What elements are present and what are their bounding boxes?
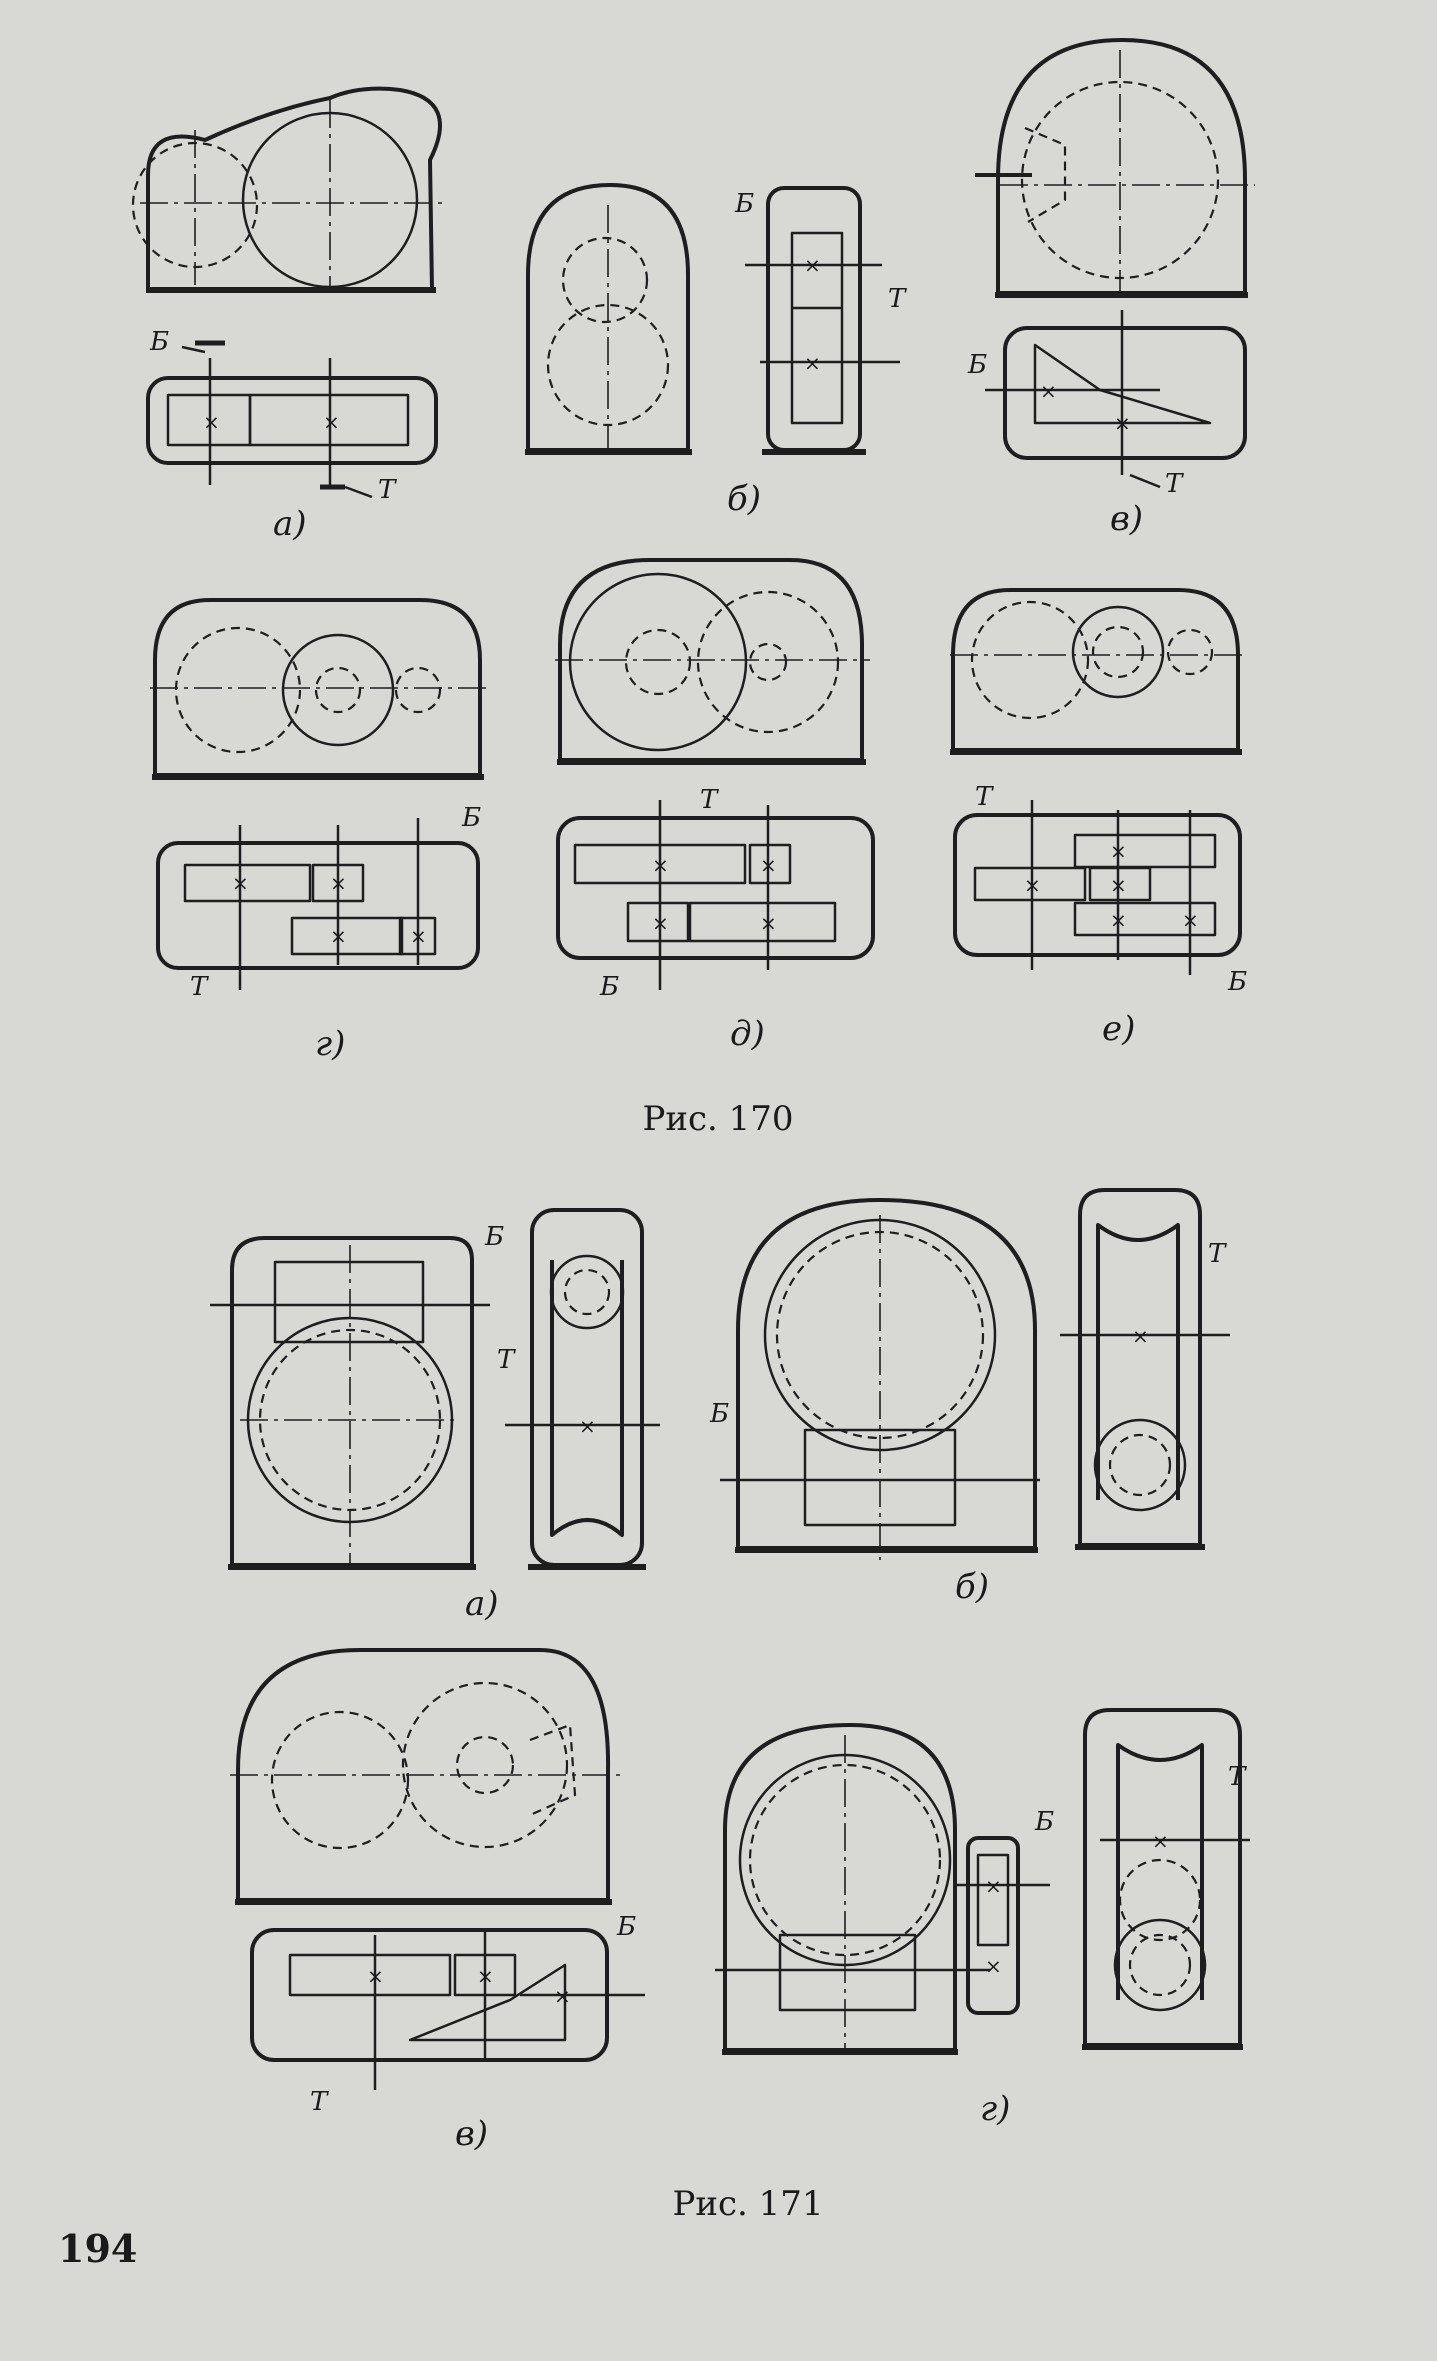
fig170-b-label: б) [727, 479, 761, 519]
fig170-d-drawing: × × × × [555, 558, 875, 990]
svg-text:×: × [804, 253, 821, 277]
fig171-g-drawing: × × × [715, 1708, 1250, 2055]
svg-text:×: × [203, 410, 220, 434]
svg-text:×: × [323, 410, 340, 434]
svg-text:×: × [554, 1984, 571, 2008]
fig170-g-label: г) [315, 1024, 345, 1064]
fig170-v-slow-shaft-label: Т [1165, 469, 1184, 499]
svg-text:×: × [760, 853, 777, 877]
fig170-g-fast-shaft-label: Б [461, 803, 481, 833]
svg-text:×: × [760, 911, 777, 935]
fig171-g-label: г) [980, 2089, 1010, 2129]
fig171-v-drawing: × × × [230, 1648, 645, 2090]
fig170-caption: Рис. 170 [642, 1099, 793, 1139]
page-number: 194 [58, 2226, 137, 2271]
fig171-b-slow-shaft-label: Т [1208, 1239, 1227, 1269]
fig171-v-label: в) [455, 2114, 488, 2154]
fig171-a-label: а) [465, 1584, 499, 1624]
fig170-d-fast-shaft-label: Т [700, 785, 719, 815]
fig170-e-fast-shaft-label: Т [975, 782, 994, 812]
svg-text:×: × [579, 1414, 596, 1438]
fig170-b-slow-shaft-label: Т [888, 284, 907, 314]
fig170-b-fast-shaft-label: Б [734, 189, 754, 219]
svg-text:×: × [1152, 1829, 1169, 1853]
fig170-a-label: а) [273, 504, 307, 544]
svg-text:×: × [1132, 1324, 1149, 1348]
fig171-g-fast-shaft-label: Б [1034, 1807, 1054, 1837]
svg-text:×: × [330, 924, 347, 948]
fig170-e-slow-shaft-label: Б [1227, 967, 1247, 997]
svg-text:×: × [1182, 908, 1199, 932]
svg-text:×: × [477, 1964, 494, 1988]
fig171-caption: Рис. 171 [672, 2184, 823, 2224]
svg-text:×: × [410, 924, 427, 948]
svg-text:×: × [985, 1954, 1002, 1978]
fig170-e-drawing: × × × × × [950, 588, 1245, 975]
fig170-a-drawing: × × [131, 86, 445, 499]
svg-text:×: × [1040, 379, 1057, 403]
fig170-a-slow-shaft-label: Т [378, 475, 397, 505]
fig171-g-slow-shaft-label: Т [1228, 1762, 1247, 1792]
svg-text:×: × [1024, 873, 1041, 897]
fig170-g-drawing: × × × × [150, 598, 490, 990]
fig170-e-label: е) [1102, 1009, 1135, 1049]
fig171-a-slow-shaft-label: Т [497, 1345, 516, 1375]
svg-text:×: × [367, 1964, 384, 1988]
fig171-b-label: б) [955, 1567, 989, 1607]
svg-text:×: × [652, 911, 669, 935]
fig171-v-slow-shaft-label: Т [310, 2087, 329, 2117]
fig170-d-label: д) [730, 1014, 765, 1054]
svg-text:×: × [232, 871, 249, 895]
fig171-a-fast-shaft-label: Б [484, 1222, 504, 1252]
svg-text:×: × [1110, 908, 1127, 932]
svg-text:×: × [1114, 411, 1131, 435]
fig170-g-slow-shaft-label: Т [190, 972, 209, 1002]
svg-text:×: × [1110, 839, 1127, 863]
svg-text:×: × [652, 853, 669, 877]
svg-text:×: × [330, 871, 347, 895]
fig170-a-fast-shaft-label: Б [149, 327, 169, 357]
svg-text:×: × [804, 351, 821, 375]
svg-text:×: × [1110, 873, 1127, 897]
fig170-d-slow-shaft-label: Б [599, 972, 619, 1002]
fig171-b-fast-shaft-label: Б [709, 1399, 729, 1429]
fig170-v-drawing: × × [975, 38, 1255, 489]
fig170-v-label: в) [1110, 499, 1143, 539]
fig171-a-drawing: × [210, 1208, 660, 1570]
fig170-b-drawing: × × [525, 183, 900, 455]
fig170-v-fast-shaft-label: Б [967, 350, 987, 380]
fig171-v-fast-shaft-label: Б [616, 1912, 636, 1942]
fig171-b-drawing: × [720, 1188, 1230, 1560]
svg-text:×: × [985, 1874, 1002, 1898]
